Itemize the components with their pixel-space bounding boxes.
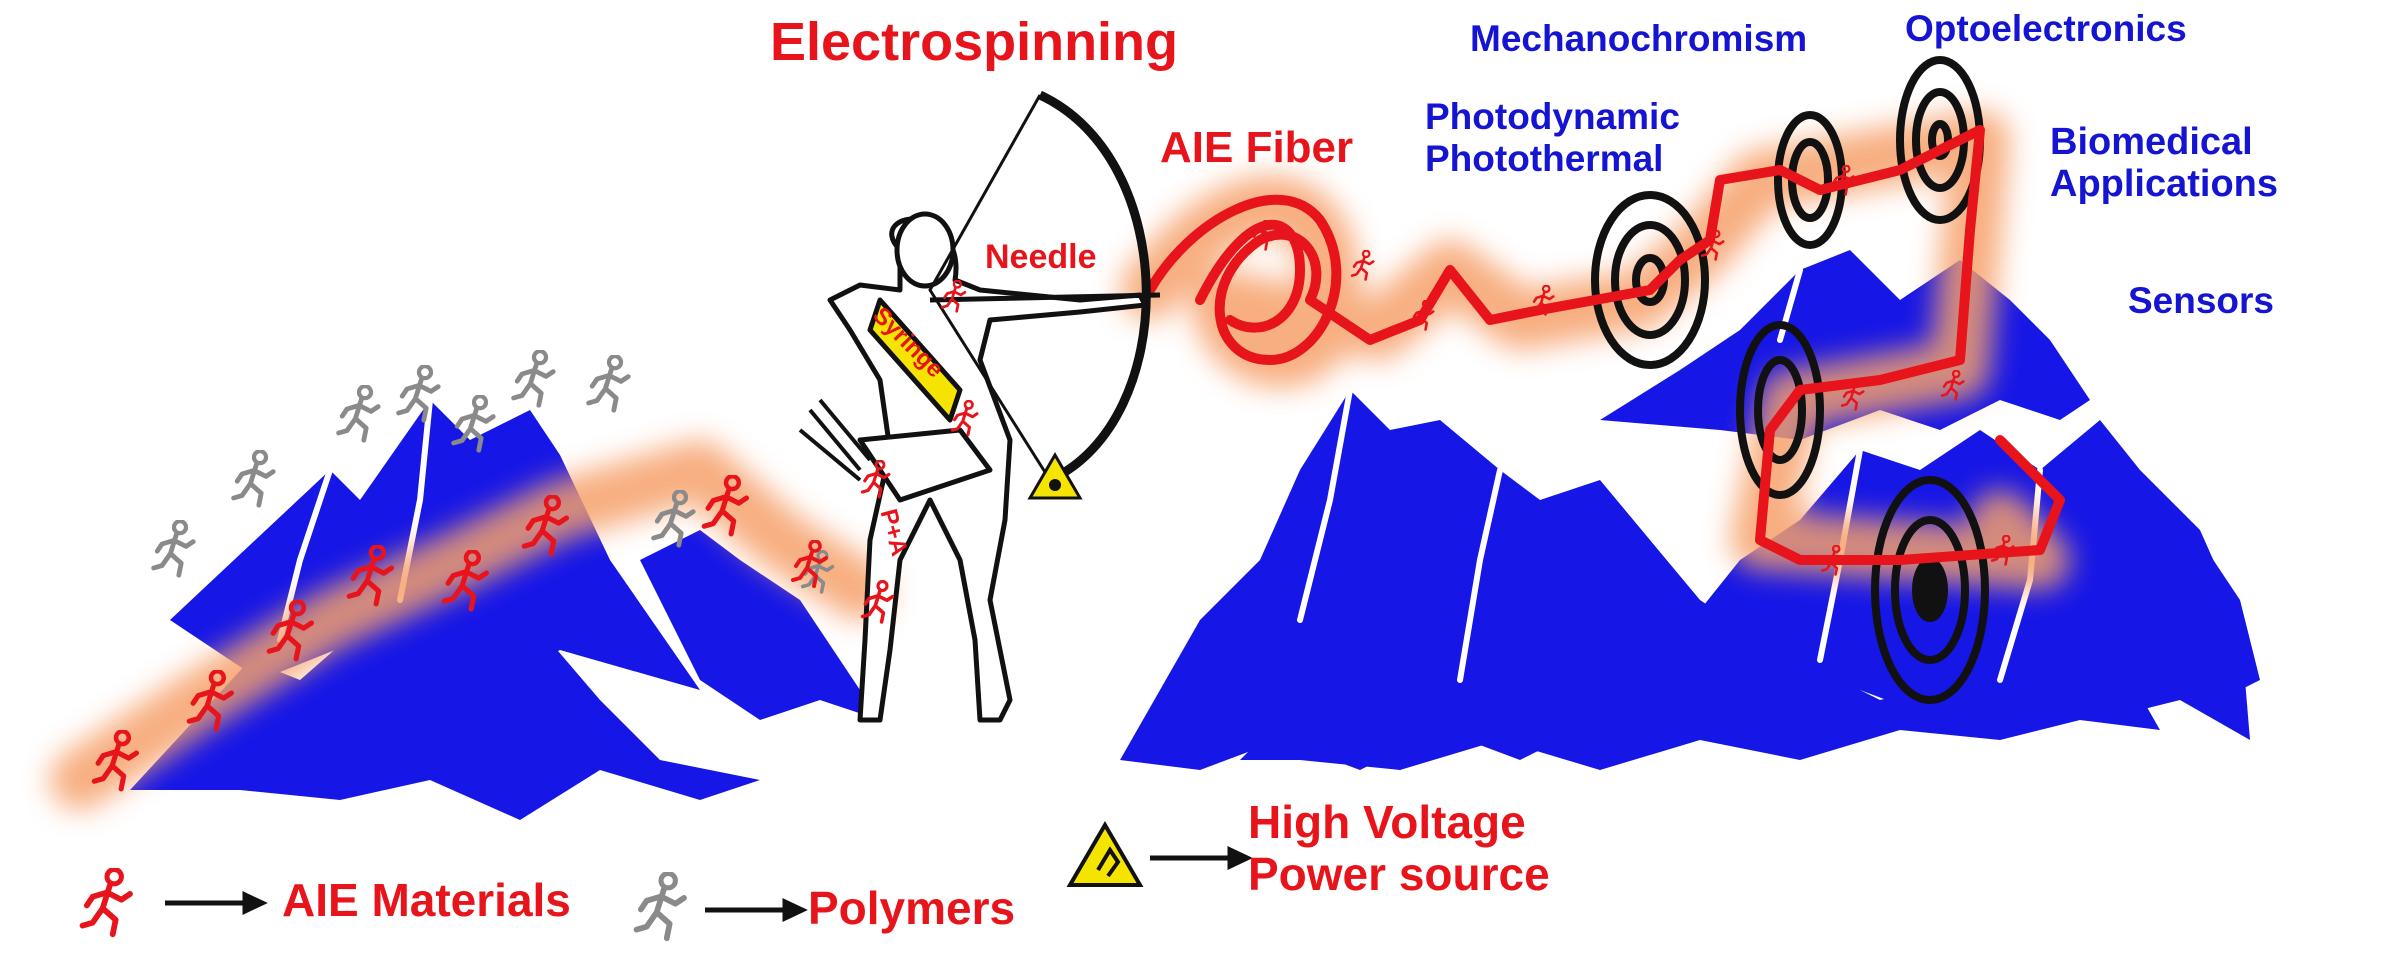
label-optoelectronics: Optoelectronics xyxy=(1905,8,2187,49)
legend-aie-runner-icon xyxy=(83,869,131,934)
mountain-center xyxy=(1120,390,1800,770)
label-biomedical: Biomedical xyxy=(2050,121,2253,163)
archer-sash xyxy=(867,297,963,423)
mountain-bottom xyxy=(1240,620,2160,770)
label-applications: Applications xyxy=(2050,163,2279,205)
legend-polymer-runner-icon xyxy=(637,873,685,938)
target-sensors xyxy=(1871,476,1989,704)
polymer-runner xyxy=(589,356,629,410)
quiver-arrows xyxy=(798,398,872,482)
high-voltage-icon-on-bow xyxy=(1027,452,1083,500)
label-mechanochromism: Mechanochromism xyxy=(1470,18,1808,59)
legend-power-source: Power source xyxy=(1248,848,1550,900)
legend-polymers: Polymers xyxy=(808,882,1016,934)
mountain-left-lower xyxy=(130,600,760,820)
legend-high-voltage-icon xyxy=(1066,821,1144,887)
bow xyxy=(928,90,1161,485)
target-biomedical xyxy=(1736,321,1824,499)
polymer-runner xyxy=(339,386,379,440)
archer-skirt xyxy=(857,427,993,503)
legend-high-voltage: High Voltage xyxy=(1248,796,1526,848)
bow-string xyxy=(928,94,1052,481)
polymer-runner xyxy=(514,351,554,405)
polymer-runner xyxy=(234,451,274,505)
title-electrospinning: Electrospinning xyxy=(770,12,1179,72)
polymer-runner xyxy=(154,521,194,575)
label-photothermal: Photothermal xyxy=(1425,138,1664,179)
arrow-shaft xyxy=(929,292,1161,303)
archer-head xyxy=(894,211,956,289)
label-needle: Needle xyxy=(985,238,1097,276)
label-photodynamic: Photodynamic xyxy=(1425,96,1680,137)
mountain-middle-left xyxy=(640,530,880,720)
bow-limb xyxy=(1038,90,1151,485)
mountain-far-right xyxy=(2100,540,2260,700)
label-aie-fiber: AIE Fiber xyxy=(1160,123,1354,172)
legend-aie-materials: AIE Materials xyxy=(282,874,571,926)
legend-arrows xyxy=(165,846,1253,922)
target-mechanochromism xyxy=(1591,191,1709,369)
aie-fiber-path xyxy=(1145,125,2065,565)
label-sensors: Sensors xyxy=(2128,280,2275,321)
legend-icons xyxy=(83,821,1144,938)
